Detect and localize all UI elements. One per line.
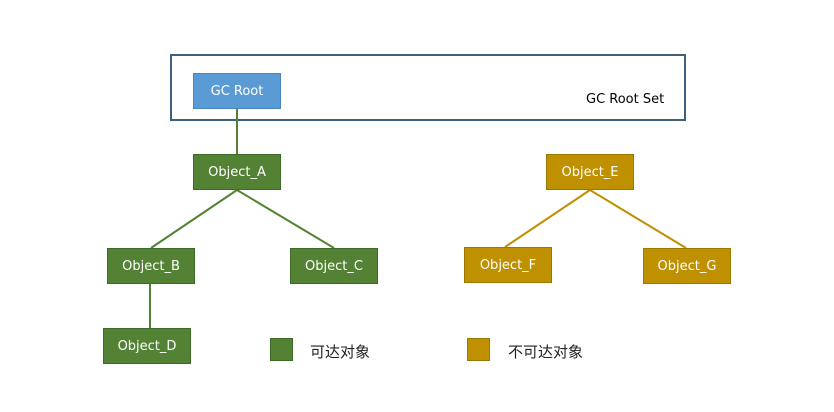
object-c-node: Object_C — [290, 248, 378, 284]
legend-reachable-swatch — [270, 338, 293, 361]
edge-a-to-c — [236, 189, 335, 249]
gc-root-node: GC Root — [193, 73, 281, 109]
object-d-node: Object_D — [103, 328, 191, 364]
object-b-node: Object_B — [107, 248, 195, 284]
object-e-node: Object_E — [546, 154, 634, 190]
object-a-node: Object_A — [193, 154, 281, 190]
legend-unreachable-label: 不可达对象 — [508, 343, 584, 361]
edge-a-to-b — [150, 189, 238, 249]
object-f-node: Object_F — [464, 247, 552, 283]
edge-e-to-f — [504, 189, 591, 248]
legend-unreachable-swatch — [467, 338, 490, 361]
edge-e-to-g — [589, 189, 687, 249]
legend-reachable-label: 可达对象 — [310, 343, 371, 361]
gc-root-set-label: GC Root Set — [586, 92, 665, 107]
object-g-node: Object_G — [643, 248, 731, 284]
